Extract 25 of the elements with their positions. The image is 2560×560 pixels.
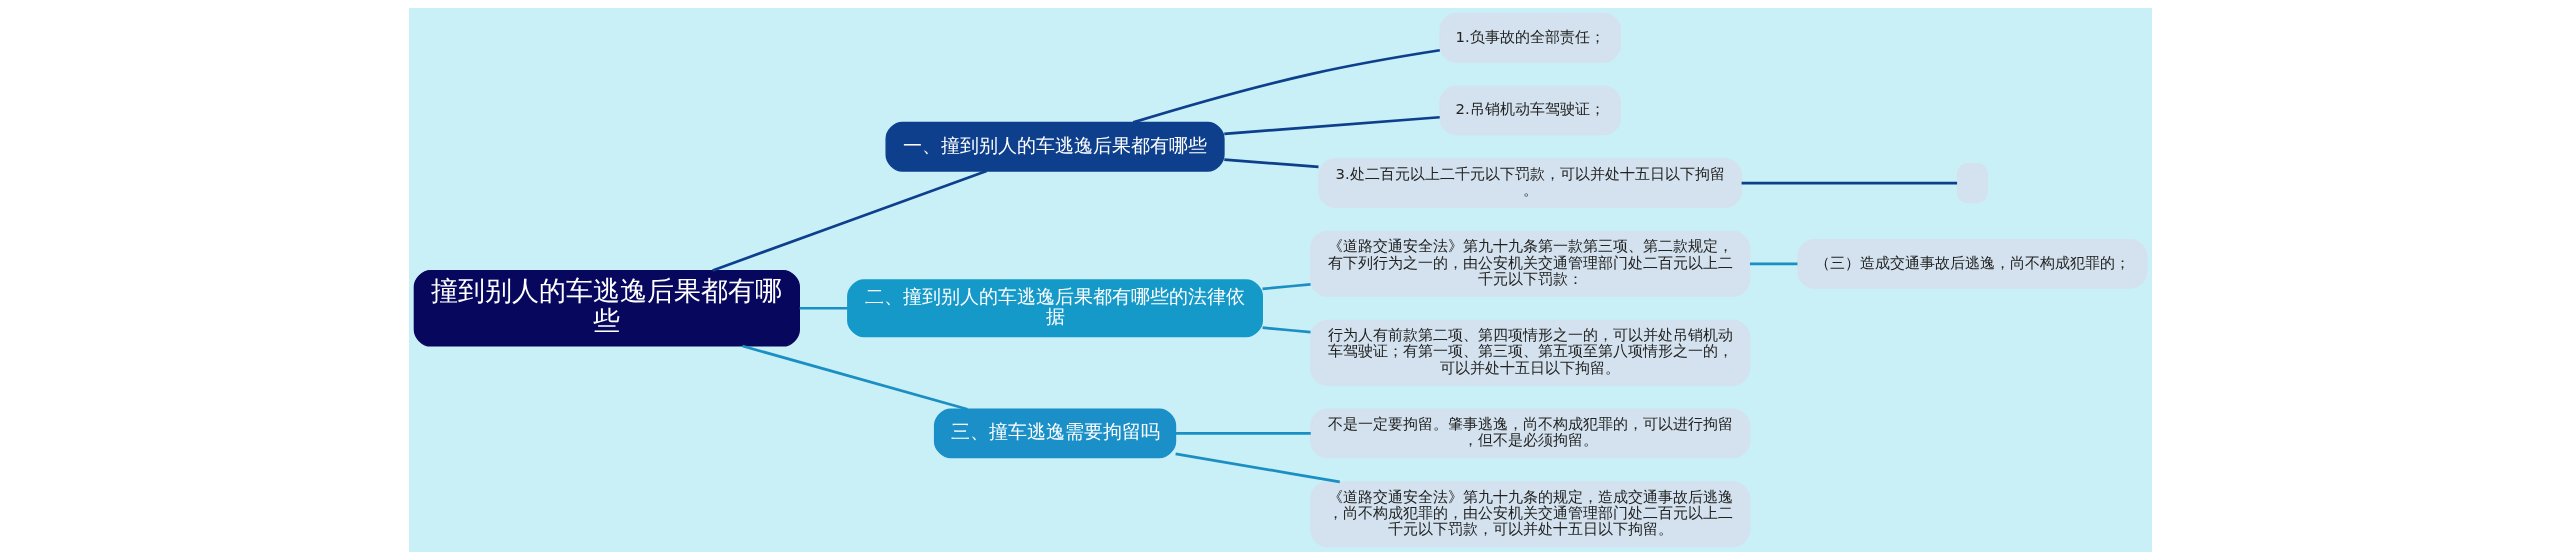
connector bbox=[799, 306, 847, 310]
connector bbox=[1132, 48, 1440, 124]
connector bbox=[741, 344, 968, 411]
connector bbox=[1261, 283, 1311, 291]
node-box: 三、撞车逃逸需要拘留吗 bbox=[933, 408, 1176, 459]
connector bbox=[1223, 115, 1440, 136]
node-box: 《道路交通安全法》第九十九条第一款第三项、第二款规定，有下列行为之一的，由公安机关交通管理部门处二百元以上二千元以下罚款： bbox=[1309, 230, 1750, 297]
node-box: 不是一定要拘留。肇事逃逸，尚不构成犯罪的，可以进行拘留，但不是必须拘留。 bbox=[1309, 408, 1750, 459]
node-box: 《道路交通安全法》第九十九条的规定，造成交通事故后逃逸，尚不构成犯罪的，由公安机关交通管理部门处二百元以上二千元以下罚款，可以并处十五日以下拘留。 bbox=[1309, 481, 1750, 548]
connector bbox=[711, 169, 987, 272]
node-box bbox=[1956, 162, 1988, 204]
connector bbox=[1174, 452, 1340, 484]
node-box: 一、撞到别人的车逃逸后果都有哪些 bbox=[884, 121, 1225, 172]
connector bbox=[1261, 326, 1311, 334]
node-box: 1.负事故的全部责任； bbox=[1438, 12, 1621, 63]
node-box: 撞到别人的车逃逸后果都有哪些 bbox=[413, 269, 800, 347]
node-box: 3.处二百元以上二千元以下罚款，可以并处十五日以下拘留。 bbox=[1317, 158, 1742, 208]
node-box: 行为人有前款第二项、第四项情形之一的，可以并处吊销机动车驾驶证；有第一项、第三项、第五项至第八项情形之一的，可以并处十五日以下拘留。 bbox=[1309, 319, 1750, 386]
node-box: 二、撞到别人的车逃逸后果都有哪些的法律依据 bbox=[846, 279, 1263, 338]
connector bbox=[1175, 432, 1311, 435]
connector bbox=[1223, 158, 1319, 169]
connector bbox=[1741, 181, 1957, 185]
connector bbox=[1749, 262, 1797, 266]
node-box: 2.吊销机动车驾驶证； bbox=[1438, 85, 1621, 136]
node-box: （三）造成交通事故后逃逸，尚不构成犯罪的； bbox=[1796, 238, 2147, 289]
